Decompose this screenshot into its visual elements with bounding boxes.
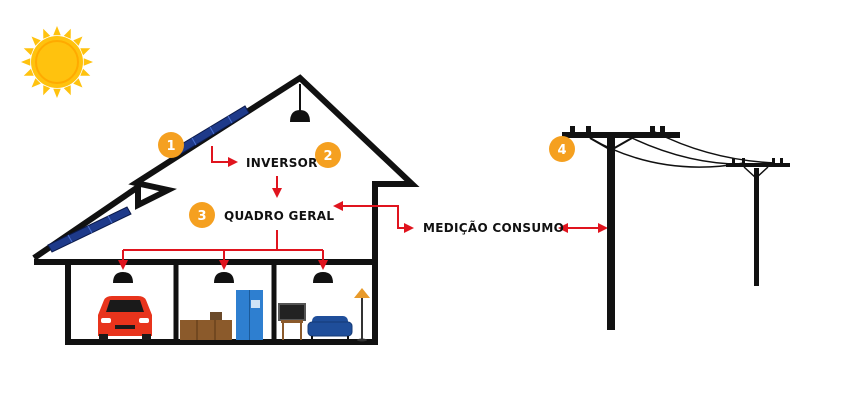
badge-2: 2 <box>315 142 341 168</box>
sun-icon <box>21 26 93 98</box>
badge-1-number: 1 <box>166 139 175 154</box>
ceiling-lamp-icon <box>290 84 310 122</box>
floor-lamp-icon <box>354 288 370 342</box>
solar-panel-icon <box>47 206 132 253</box>
sofa-icon <box>307 316 353 340</box>
connection-arrows <box>118 146 608 270</box>
label-quadro-geral: QUADRO GERAL <box>224 209 334 223</box>
tv-icon <box>278 303 306 340</box>
label-inversor: INVERSOR <box>246 156 318 170</box>
badge-3: 3 <box>189 202 215 228</box>
power-lines <box>589 131 776 168</box>
badge-4-number: 4 <box>557 143 566 158</box>
badge-3-number: 3 <box>197 209 206 224</box>
ceiling-lamp-icon <box>113 272 133 283</box>
ceiling-lamp-icon <box>214 272 234 283</box>
cabinet-icon <box>180 312 232 340</box>
house-outline <box>32 74 420 345</box>
badge-2-number: 2 <box>323 149 332 164</box>
utility-pole-icon <box>726 158 790 286</box>
label-medicao-consumo: MEDIÇÃO CONSUMO <box>423 220 564 235</box>
badge-1: 1 <box>158 132 184 158</box>
refrigerator-icon <box>236 290 263 340</box>
car-icon <box>98 296 152 340</box>
ceiling-lamp-icon <box>313 272 333 283</box>
badge-4: 4 <box>549 136 575 162</box>
